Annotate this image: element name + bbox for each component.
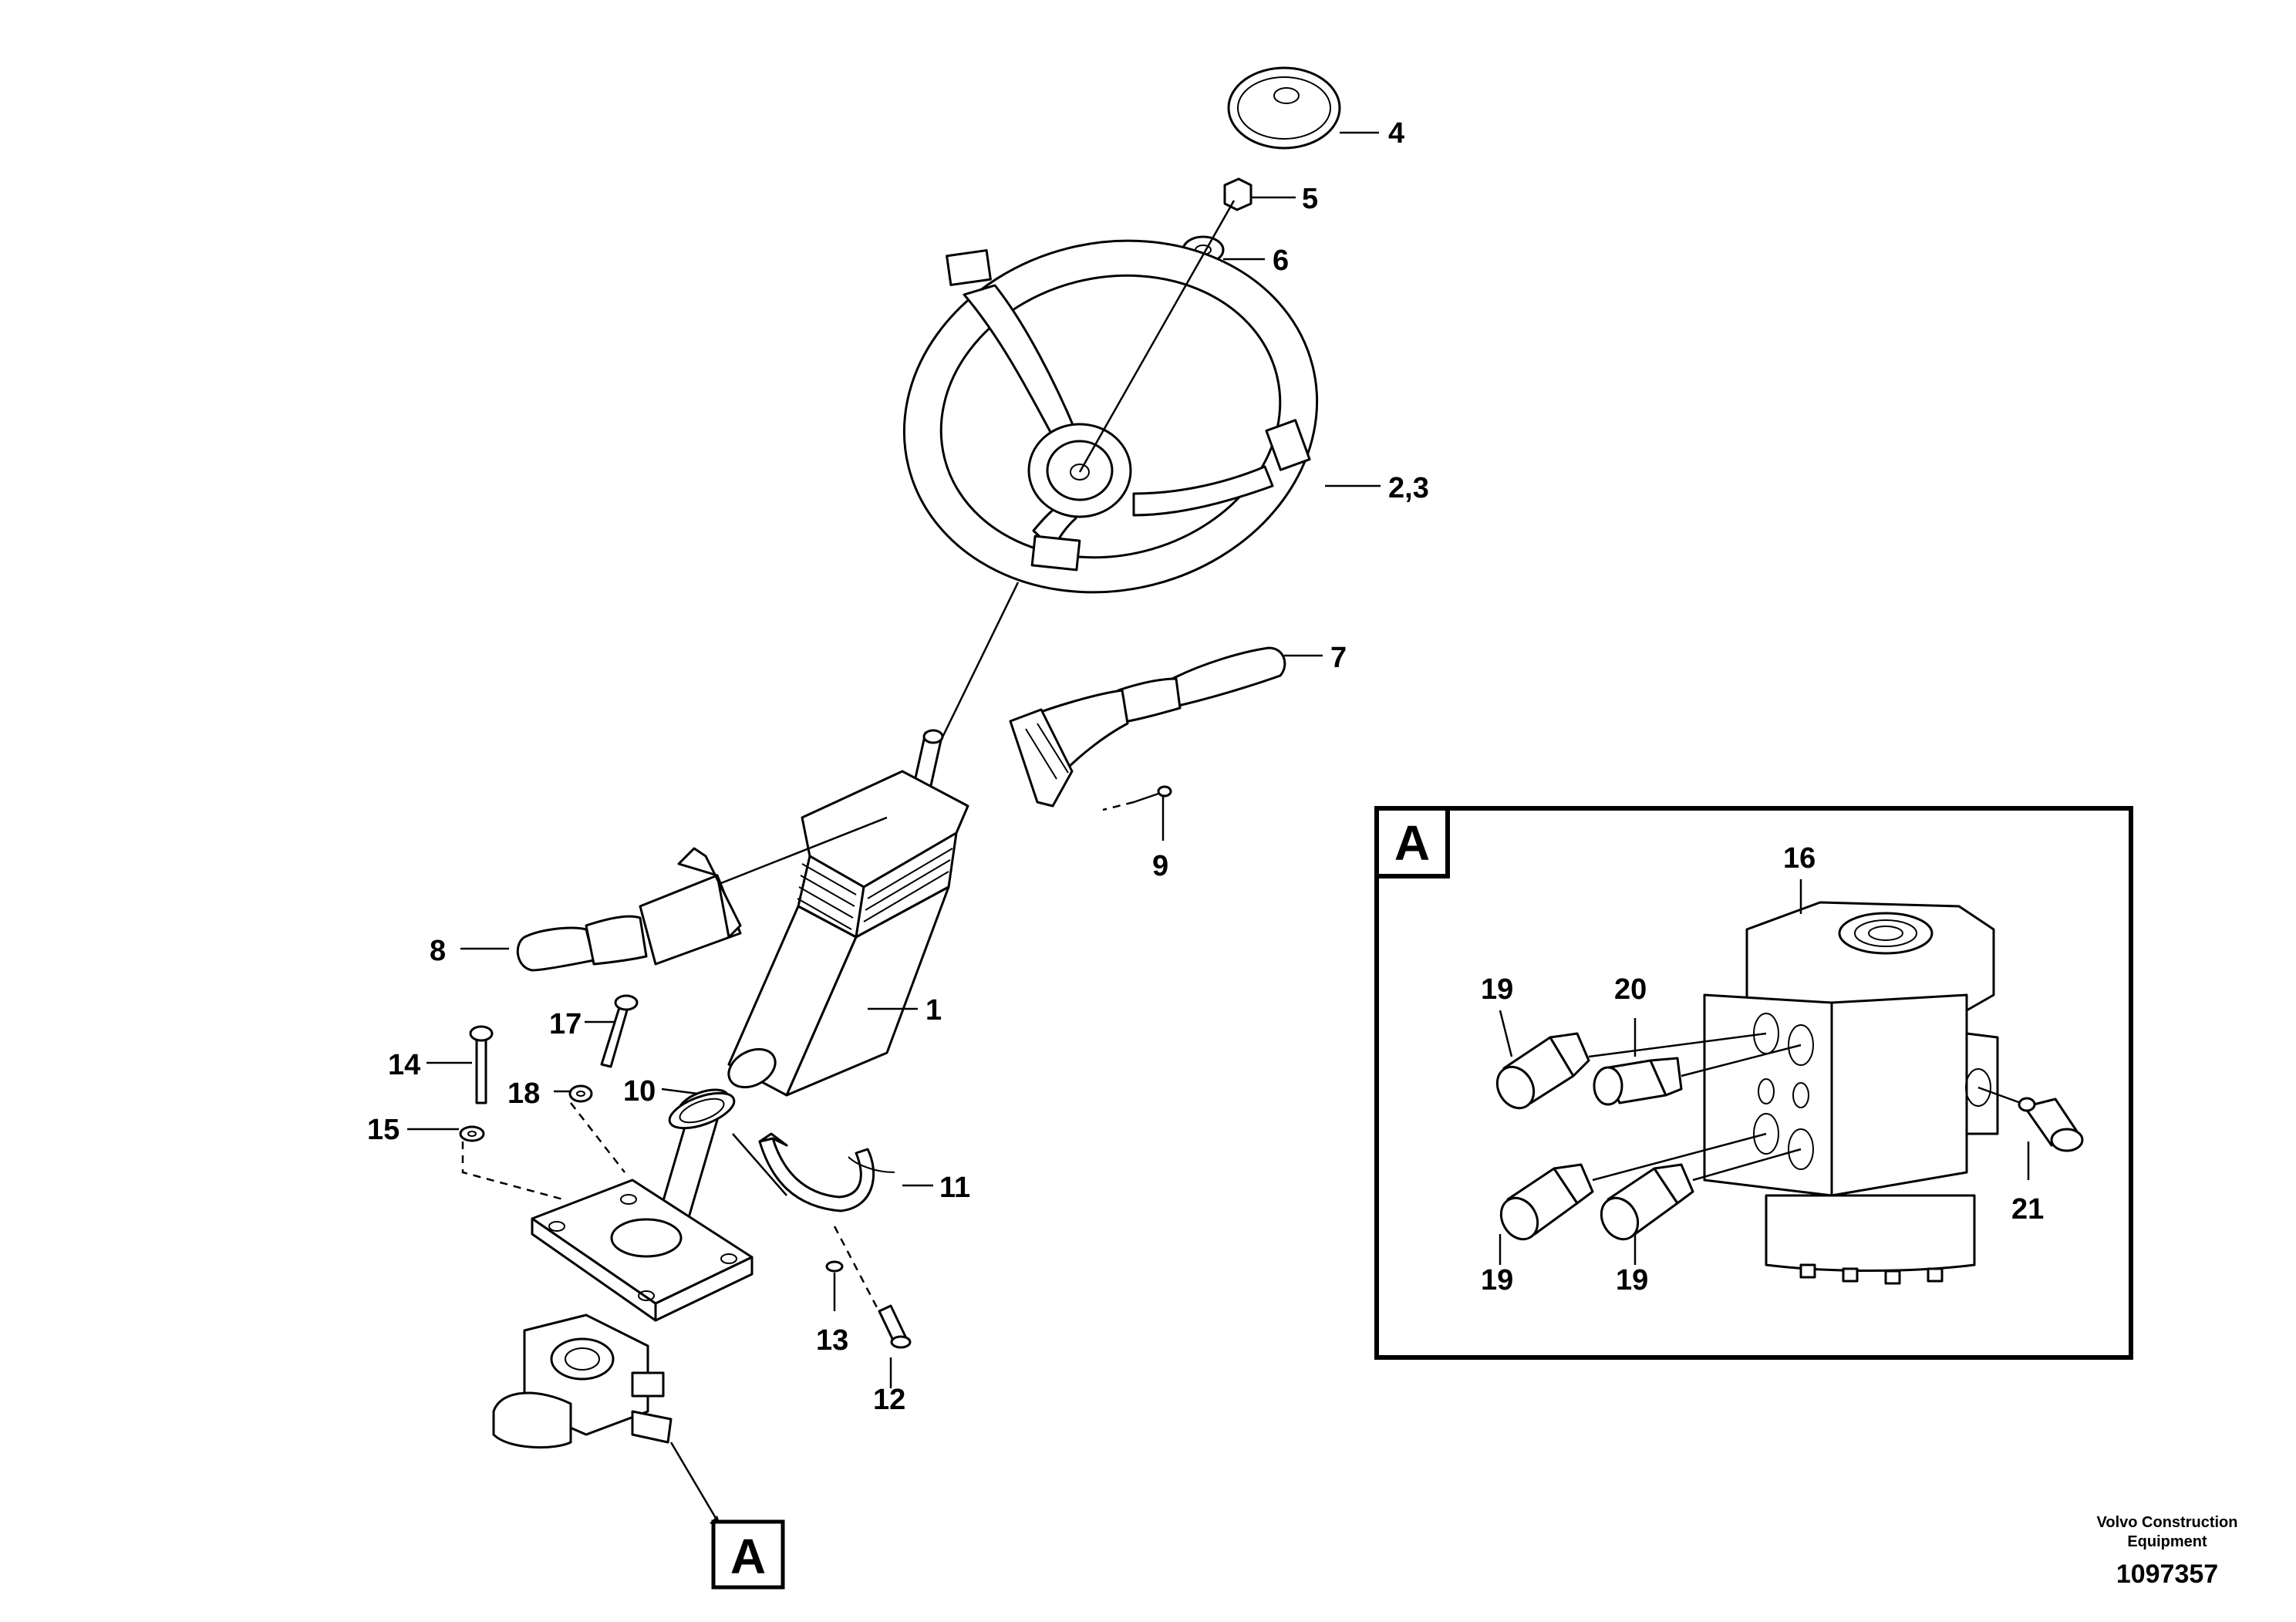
label-part-19-lower-right: 19 — [1616, 1264, 1648, 1297]
label-part-8: 8 — [430, 935, 446, 967]
footer: Volvo Construction Equipment 1097357 — [2097, 1514, 2238, 1589]
elbow-fitting-19-lower-left — [1499, 1132, 1767, 1265]
bolt-14 — [426, 1025, 494, 1104]
label-part-14: 14 — [388, 1049, 420, 1081]
label-part-12: 12 — [873, 1384, 905, 1416]
cushion-ring — [668, 1091, 736, 1130]
right-stalk-switch — [1009, 646, 1323, 808]
label-part-19-lower-left: 19 — [1481, 1264, 1513, 1297]
elbow-fitting-19-lower-right — [1600, 1148, 1802, 1265]
label-part-2-3: 2,3 — [1388, 472, 1429, 504]
label-part-18: 18 — [507, 1077, 540, 1110]
label-part-1: 1 — [925, 994, 942, 1027]
detail-view-a-label: A — [1394, 815, 1430, 871]
washer-18 — [554, 1084, 625, 1173]
label-part-7: 7 — [1330, 642, 1347, 674]
label-part-6: 6 — [1273, 244, 1289, 277]
steering-valve-detail — [1703, 879, 1999, 1285]
steering-valve-small — [492, 1313, 723, 1528]
label-part-20: 20 — [1614, 973, 1647, 1006]
screw-9 — [1102, 785, 1172, 841]
document-number: 1097357 — [2116, 1560, 2218, 1589]
label-part-9: 9 — [1152, 850, 1168, 882]
label-part-11: 11 — [939, 1172, 970, 1204]
brand-line-2: Equipment — [2127, 1533, 2207, 1550]
label-part-21: 21 — [2011, 1193, 2044, 1226]
label-part-15: 15 — [367, 1114, 400, 1146]
detail-callout-a: A — [711, 1519, 785, 1590]
steering-wheel — [902, 239, 1381, 594]
horn-cap — [1227, 66, 1379, 150]
detail-callout-a-label: A — [730, 1529, 766, 1584]
screw-12 — [833, 1226, 912, 1388]
clamp — [732, 1132, 933, 1212]
label-part-10: 10 — [623, 1075, 656, 1108]
washer-13 — [825, 1260, 844, 1311]
part-labels: 4 5 6 2,3 7 9 8 1 17 14 18 10 15 11 13 1… — [367, 117, 2044, 1416]
valve-bottom-bolts — [1799, 1263, 1944, 1285]
mounting-flange — [531, 1179, 754, 1322]
left-stalk-switch — [460, 816, 888, 972]
nipple-fitting-20 — [1593, 1018, 1802, 1106]
nut — [1223, 177, 1296, 211]
brand-line-1: Volvo Construction — [2097, 1514, 2238, 1531]
label-part-19-upper: 19 — [1481, 973, 1513, 1006]
label-part-13: 13 — [816, 1324, 848, 1357]
label-part-16: 16 — [1783, 842, 1816, 875]
label-part-17: 17 — [549, 1008, 582, 1040]
label-part-4: 4 — [1388, 117, 1404, 150]
label-part-5: 5 — [1302, 183, 1318, 215]
washer-15 — [407, 1125, 564, 1201]
bolt-17 — [585, 994, 639, 1068]
detail-view-a: A — [1374, 806, 2133, 1360]
elbow-fitting-19-upper — [1495, 1010, 1767, 1110]
elbow-fitting-21 — [1977, 1086, 2084, 1180]
